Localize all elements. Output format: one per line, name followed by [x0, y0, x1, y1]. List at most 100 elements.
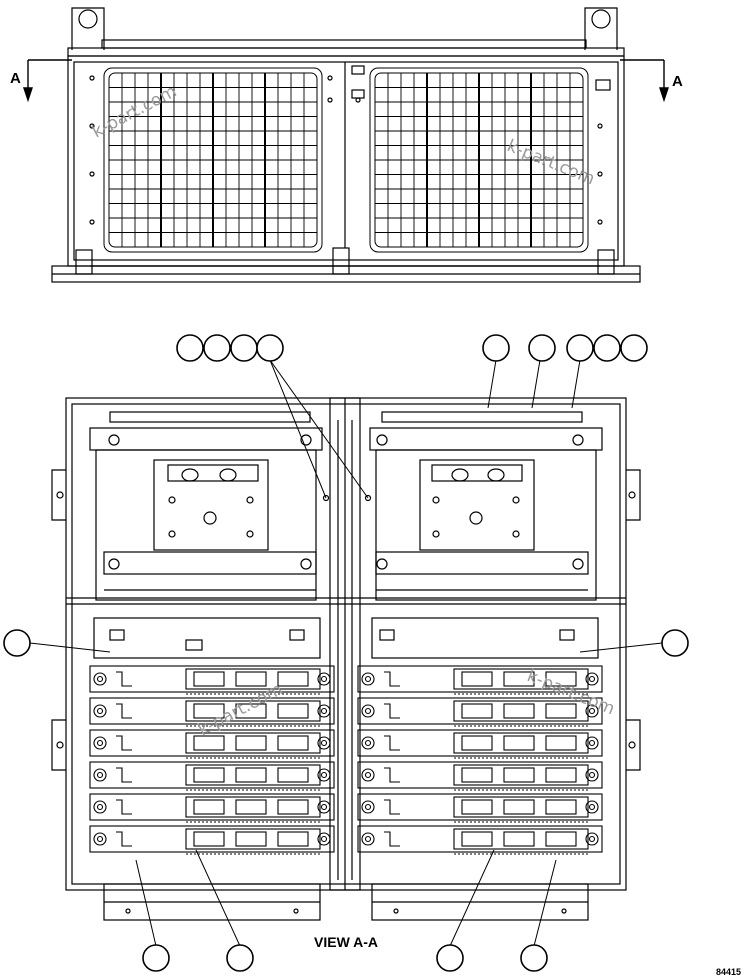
resistor-row-body — [357, 825, 603, 853]
section-marker-left — [23, 59, 72, 103]
terminal-bolt — [93, 704, 107, 718]
section-marker-left-label: A — [10, 70, 21, 87]
resistor-row — [357, 697, 603, 727]
resistor-element — [185, 828, 321, 850]
callout-bubble — [226, 944, 254, 972]
resistor-window — [235, 831, 267, 847]
terminal-bolt — [585, 672, 599, 686]
resistor-element — [453, 796, 589, 818]
resistor-element — [185, 668, 321, 690]
terminal-bolt-center — [588, 739, 596, 747]
terminal-bolt — [93, 672, 107, 686]
resistor-window — [193, 831, 225, 847]
resistor-window — [503, 831, 535, 847]
resistor-window — [461, 831, 493, 847]
resistor-row-body — [89, 793, 335, 821]
resistor-row — [89, 697, 335, 727]
terminal-strap — [384, 831, 400, 847]
resistor-row-body — [89, 761, 335, 789]
resistor-window — [545, 703, 577, 719]
terminal-bolt-center — [320, 803, 328, 811]
terminal-bolt — [585, 736, 599, 750]
resistor-window — [545, 671, 577, 687]
terminal-bolt — [317, 672, 331, 686]
terminal-strap — [116, 671, 132, 687]
resistor-window — [235, 703, 267, 719]
resistor-window — [277, 703, 309, 719]
terminal-bolt-center — [320, 675, 328, 683]
resistor-row-body — [89, 697, 335, 725]
leader-lines — [29, 359, 663, 947]
resistor-row-body — [357, 729, 603, 757]
callout-bubble — [203, 334, 231, 362]
terminal-bolt-center — [588, 835, 596, 843]
resistor-row-body — [89, 729, 335, 757]
terminal-strap — [384, 735, 400, 751]
resistor-row — [89, 761, 335, 791]
terminal-bolt-center — [320, 739, 328, 747]
resistor-window — [235, 767, 267, 783]
terminal-bolt — [585, 832, 599, 846]
terminal-bolt — [317, 768, 331, 782]
terminal-bolt — [361, 672, 375, 686]
section-view — [51, 397, 641, 921]
resistor-rows — [89, 665, 603, 855]
resistor-row — [89, 793, 335, 823]
resistor-element — [185, 732, 321, 754]
resistor-window — [461, 703, 493, 719]
upper-compartment-right — [369, 411, 603, 601]
terminal-bolt — [317, 800, 331, 814]
terminal-strap — [116, 735, 132, 751]
figure-number: 84415 — [716, 967, 741, 977]
resistor-window — [461, 735, 493, 751]
rivets-top — [89, 75, 603, 225]
callout-bubble — [176, 334, 204, 362]
terminal-bolt-center — [96, 803, 104, 811]
resistor-element — [185, 700, 321, 722]
terminal-bolt-center — [320, 835, 328, 843]
resistor-window — [461, 671, 493, 687]
resistor-row — [357, 761, 603, 791]
terminal-bolt — [361, 768, 375, 782]
resistor-window — [193, 703, 225, 719]
resistor-row — [89, 729, 335, 759]
resistor-window — [503, 671, 535, 687]
terminal-bolt — [585, 800, 599, 814]
watermark: k-part.com — [524, 666, 617, 719]
terminal-bolt-center — [96, 835, 104, 843]
resistor-element — [453, 764, 589, 786]
terminal-bolt-center — [364, 835, 372, 843]
resistor-window — [277, 831, 309, 847]
resistor-row — [357, 793, 603, 823]
resistor-element — [453, 700, 589, 722]
resistor-row-body — [357, 793, 603, 821]
terminal-bolt-center — [364, 771, 372, 779]
resistor-row-body — [89, 665, 335, 693]
grille — [369, 67, 589, 253]
resistor-element — [185, 764, 321, 786]
resistor-window — [503, 703, 535, 719]
callout-bubbles — [3, 334, 689, 972]
terminal-bolt-center — [96, 675, 104, 683]
terminal-bolt-center — [320, 771, 328, 779]
terminal-bolt-center — [588, 771, 596, 779]
resistor-window — [193, 735, 225, 751]
terminal-bolt — [361, 736, 375, 750]
upper-compartment-left — [89, 411, 323, 601]
resistor-row-body — [89, 825, 335, 853]
terminal-bolt — [361, 704, 375, 718]
terminal-bolt — [361, 800, 375, 814]
terminal-bolt — [585, 704, 599, 718]
terminal-bolt-center — [588, 707, 596, 715]
callout-bubble — [436, 944, 464, 972]
resistor-window — [545, 799, 577, 815]
terminal-bolt-center — [364, 803, 372, 811]
resistor-window — [193, 671, 225, 687]
top-view — [51, 7, 641, 283]
resistor-row — [89, 825, 335, 855]
terminal-strap — [116, 767, 132, 783]
resistor-row-body — [357, 697, 603, 725]
resistor-window — [193, 767, 225, 783]
lifting-eye-right — [584, 7, 618, 50]
terminal-bolt — [93, 832, 107, 846]
